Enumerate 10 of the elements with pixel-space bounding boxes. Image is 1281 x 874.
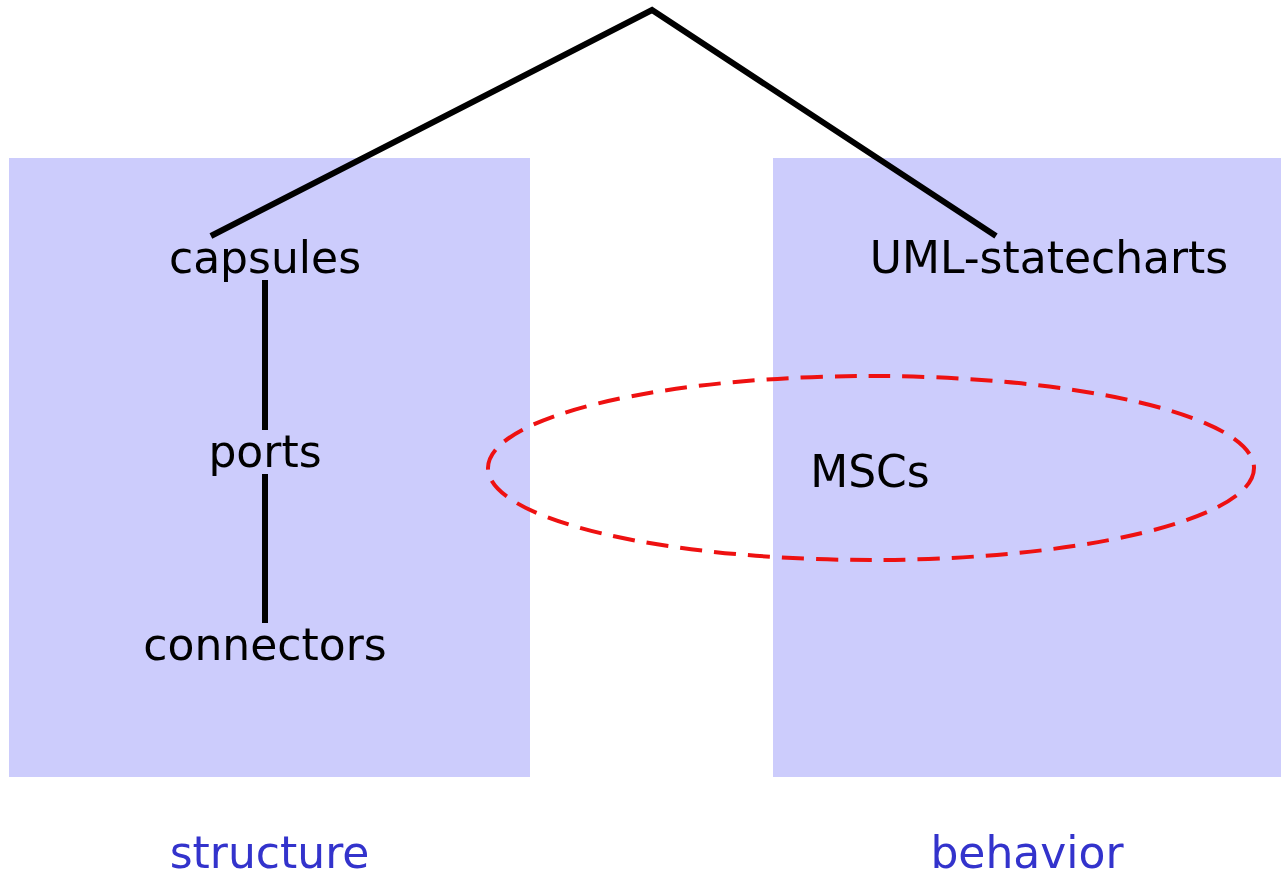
node-label: ports bbox=[208, 430, 322, 474]
panel-caption: behavior bbox=[930, 831, 1124, 874]
panel-caption: structure bbox=[169, 831, 370, 874]
connector-line bbox=[262, 474, 268, 623]
node-label: capsules bbox=[168, 236, 362, 280]
node-label: UML-statecharts bbox=[869, 236, 1229, 280]
ellipse-label: MSCs bbox=[810, 450, 930, 494]
node-label: connectors bbox=[143, 623, 387, 667]
connector-line bbox=[262, 280, 268, 430]
connector-line bbox=[209, 6, 998, 239]
